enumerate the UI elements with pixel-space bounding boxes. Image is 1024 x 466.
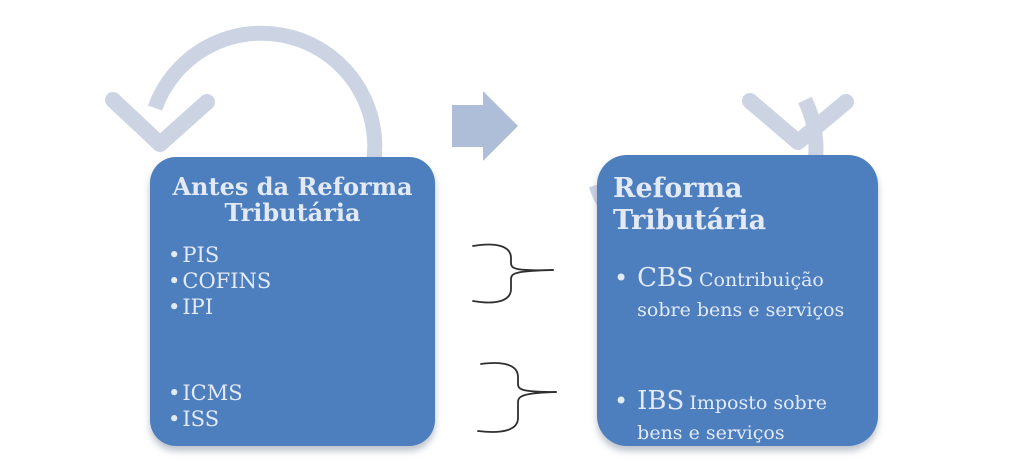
cbs-acronym: CBS	[637, 263, 694, 294]
before-reform-title: Antes da Reforma Tributária	[150, 157, 435, 227]
reform-title-line2: Tributária	[613, 204, 767, 236]
list-item: •ICMS	[168, 380, 425, 406]
tax-label: COFINS	[182, 268, 272, 293]
reform-title-line1: Reforma	[613, 173, 743, 204]
federal-taxes-list: •PIS •COFINS •IPI	[150, 242, 435, 320]
ibs-acronym: IBS	[637, 386, 685, 417]
bullet-icon: •	[168, 380, 181, 405]
bullet-icon: •	[614, 264, 629, 293]
circular-arrow-right-head	[742, 93, 854, 150]
curly-brace-top-icon	[472, 243, 554, 304]
list-item: •ISS	[168, 406, 425, 432]
circular-arrow-left-head	[105, 92, 215, 152]
bullet-icon: •	[168, 294, 181, 319]
cbs-description: Contribuição sobre bens e serviços	[637, 269, 845, 322]
state-municipal-taxes-list: •ICMS •ISS	[150, 380, 435, 432]
list-item: •PIS	[168, 242, 425, 268]
tax-label: IPI	[182, 294, 214, 319]
circular-arrow-left-arc	[147, 25, 383, 188]
right-block-arrow-icon	[452, 91, 518, 161]
before-reform-title-line2: Tributária	[224, 198, 361, 228]
circular-arrow-left-icon	[105, 25, 383, 188]
curly-brace-top-upper	[472, 243, 554, 272]
list-item: •COFINS	[168, 268, 425, 294]
curly-brace-top-lower	[472, 269, 554, 304]
list-item: •IPI	[168, 294, 425, 320]
curly-brace-bottom-lower	[477, 391, 557, 433]
bullet-icon: •	[168, 268, 181, 293]
before-reform-title-line1: Antes da Reforma	[172, 172, 413, 201]
bullet-icon: •	[168, 406, 181, 431]
tax-label: PIS	[182, 242, 220, 267]
curly-brace-bottom-icon	[477, 362, 557, 433]
bullet-icon: •	[614, 387, 629, 416]
before-reform-box: Antes da Reforma Tributária •PIS •COFINS…	[150, 157, 435, 446]
bullet-icon: •	[168, 242, 181, 267]
reform-title: Reforma Tributária	[597, 155, 878, 236]
curly-brace-bottom-upper	[480, 362, 557, 393]
tax-label: ISS	[182, 406, 220, 431]
ibs-description: Imposto sobre bens e serviços	[637, 392, 828, 445]
tax-label: ICMS	[182, 380, 243, 405]
